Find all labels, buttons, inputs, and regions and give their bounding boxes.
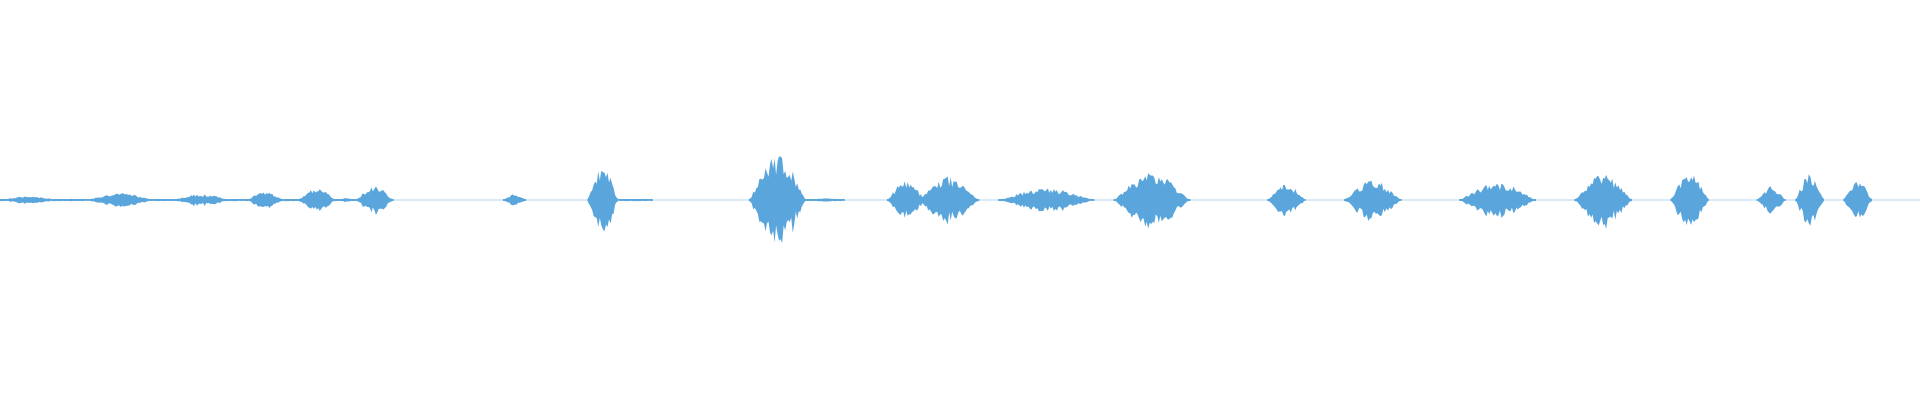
- waveform-burst: [245, 192, 285, 208]
- waveform-burst: [1574, 174, 1632, 229]
- waveform-burst: [336, 198, 356, 203]
- waveform-burst: [806, 198, 845, 202]
- waveform-burst: [1459, 183, 1536, 218]
- waveform-burst: [230, 199, 246, 202]
- waveform-burst: [1670, 175, 1709, 226]
- waveform-burst: [172, 194, 231, 207]
- waveform-burst: [284, 199, 298, 202]
- waveform-burst: [86, 193, 154, 207]
- waveform-burst: [1113, 173, 1191, 229]
- waveform-burst: [1344, 180, 1402, 221]
- waveform-burst: [998, 188, 1095, 212]
- waveform-burst: [0, 196, 58, 204]
- waveform-burst: [153, 198, 173, 202]
- waveform-burst: [355, 186, 394, 215]
- waveform-burst: [618, 199, 653, 202]
- waveform-burst: [1795, 174, 1824, 226]
- waveform-burst: [297, 189, 336, 211]
- waveform-burst: [1756, 186, 1786, 214]
- waveform-burst: [748, 156, 807, 244]
- waveform-burst: [1843, 182, 1872, 218]
- waveform-burst: [57, 198, 87, 202]
- waveform-burst: [587, 170, 619, 232]
- waveform-burst: [917, 176, 980, 225]
- waveform-burst: [1267, 184, 1306, 216]
- waveform-burst: [887, 181, 926, 218]
- waveform-burst: [503, 194, 527, 206]
